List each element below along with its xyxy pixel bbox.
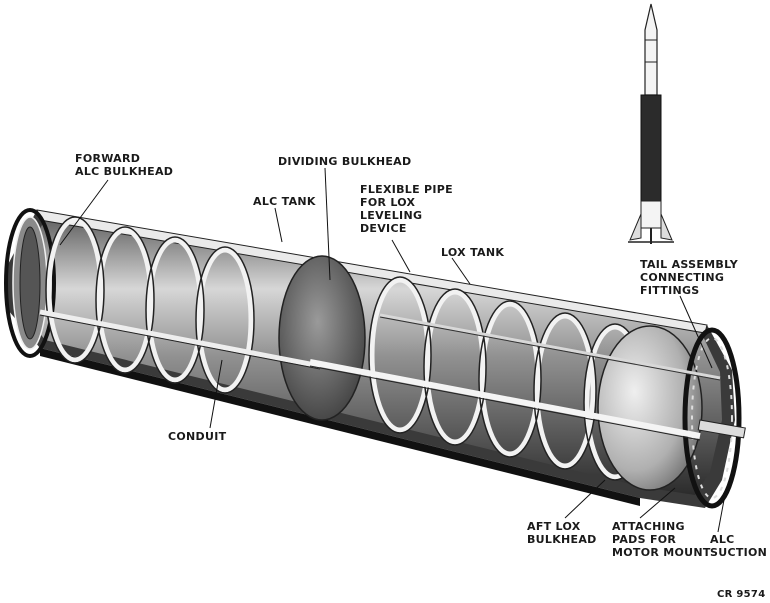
label-forward-alc-bulkhead: FORWARD ALC BULKHEAD bbox=[75, 152, 174, 178]
label-aft-lox-bulkhead: AFT LOX BULKHEAD bbox=[527, 520, 597, 546]
label-conduit: CONDUIT bbox=[168, 430, 227, 443]
leader-lines bbox=[59, 167, 725, 533]
label-dividing-bulkhead: DIVIDING BULKHEAD bbox=[278, 155, 412, 168]
forward-bulkhead-ring bbox=[4, 208, 56, 358]
label-flexible-pipe: FLEXIBLE PIPE FOR LOX LEVELING DEVICE bbox=[360, 183, 453, 235]
conduit-pipe bbox=[39, 309, 721, 441]
dividing-bulkhead bbox=[278, 255, 366, 421]
lox-tank-rings bbox=[369, 277, 646, 480]
alc-suction-pipe bbox=[697, 419, 746, 439]
label-tail-assembly: TAIL ASSEMBLY CONNECTING FITTINGS bbox=[640, 258, 738, 297]
alc-tank-rings bbox=[46, 217, 254, 393]
label-attaching-pads: ATTACHING PADS FOR MOTOR MOUNT bbox=[612, 520, 711, 559]
label-lox-tank: LOX TANK bbox=[441, 246, 505, 259]
aft-lox-bulkhead bbox=[597, 325, 703, 491]
aft-mount-ring bbox=[682, 327, 742, 509]
label-alc-tank: ALC TANK bbox=[253, 195, 316, 208]
figure-id: CR 9574 bbox=[717, 589, 766, 600]
rocket-icon bbox=[628, 3, 674, 244]
label-alc-suction: ALC SUCTION bbox=[710, 533, 768, 559]
